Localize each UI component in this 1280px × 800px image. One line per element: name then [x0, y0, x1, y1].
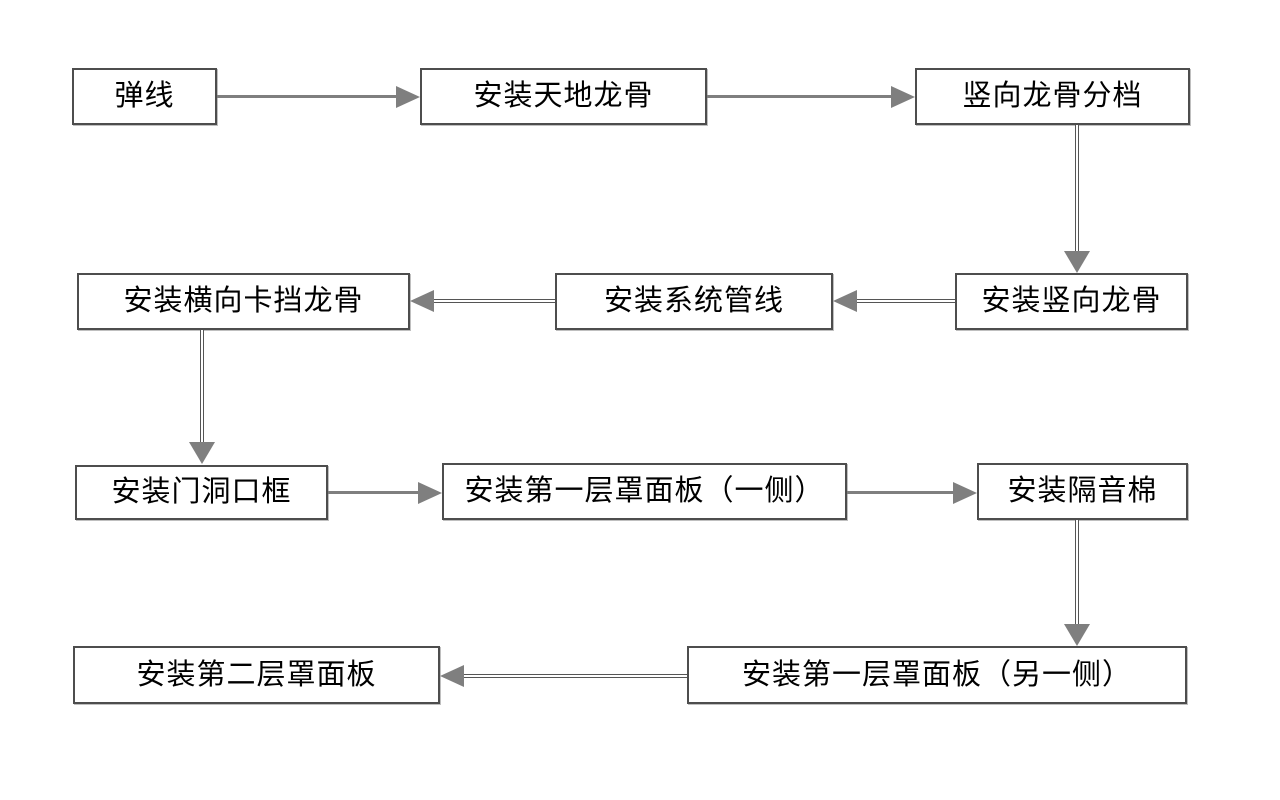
flow-node-label: 安装天地龙骨 — [473, 80, 654, 112]
arrowhead-left-icon — [410, 290, 434, 312]
arrowhead-right-icon — [953, 482, 977, 504]
arrow-line-horizontal-keel-to-door-frame — [200, 330, 204, 442]
arrow-line-ceiling-floor-keel-to-keel-spacing — [707, 95, 891, 98]
arrowhead-left-icon — [440, 665, 464, 687]
arrow-line-sound-insulation-to-first-layer-other-side — [1075, 520, 1079, 624]
arrowhead-left-icon — [833, 290, 857, 312]
arrow-line-keel-spacing-to-vertical-keel — [1075, 125, 1079, 251]
arrow-line-snap-line-to-ceiling-floor-keel — [217, 95, 396, 98]
flow-node-label: 安装第二层罩面板 — [136, 658, 377, 691]
flow-node-install-first-layer-panel-other-side: 安装第一层罩面板（另一侧） — [687, 646, 1187, 704]
flow-node-label: 安装横向卡挡龙骨 — [123, 285, 364, 317]
flow-node-install-vertical-keel: 安装竖向龙骨 — [955, 273, 1188, 330]
arrowhead-right-icon — [891, 86, 915, 108]
flow-node-label: 安装门洞口框 — [111, 476, 292, 508]
flow-node-label: 安装第一层罩面板（另一侧） — [741, 658, 1132, 691]
arrow-line-door-frame-to-first-layer-one-side — [328, 491, 418, 494]
flow-node-install-system-pipelines: 安装系统管线 — [555, 273, 833, 330]
arrowhead-right-icon — [396, 86, 420, 108]
flow-node-snap-line: 弹线 — [72, 68, 217, 125]
flow-node-label: 竖向龙骨分档 — [962, 80, 1143, 112]
flow-node-install-first-layer-panel-one-side: 安装第一层罩面板（一侧） — [442, 463, 847, 520]
flow-node-install-horizontal-blocking-keel: 安装横向卡挡龙骨 — [77, 273, 410, 330]
arrow-line-vertical-keel-to-system-pipelines — [857, 299, 955, 303]
flow-node-vertical-keel-spacing: 竖向龙骨分档 — [915, 68, 1190, 125]
arrow-line-first-layer-one-side-to-sound-insulation — [847, 491, 953, 494]
flow-node-label: 安装系统管线 — [603, 285, 784, 317]
arrowhead-right-icon — [418, 482, 442, 504]
arrow-line-first-layer-other-side-to-second-layer — [464, 674, 687, 678]
flow-node-label: 安装第一层罩面板（一侧） — [464, 475, 825, 507]
arrowhead-down-icon — [1064, 251, 1090, 273]
arrowhead-down-icon — [189, 442, 215, 464]
flow-node-install-ceiling-floor-keel: 安装天地龙骨 — [420, 68, 707, 125]
flow-node-install-door-opening-frame: 安装门洞口框 — [75, 465, 328, 520]
flow-node-install-second-layer-panel: 安装第二层罩面板 — [73, 646, 440, 704]
flow-node-label: 安装竖向龙骨 — [981, 285, 1162, 317]
flow-node-install-sound-insulation-cotton: 安装隔音棉 — [977, 463, 1188, 520]
arrow-line-system-pipelines-to-horizontal-keel — [434, 299, 555, 303]
arrowhead-down-icon — [1064, 624, 1090, 646]
flow-node-label: 安装隔音棉 — [1007, 475, 1158, 507]
flow-node-label: 弹线 — [114, 80, 175, 112]
